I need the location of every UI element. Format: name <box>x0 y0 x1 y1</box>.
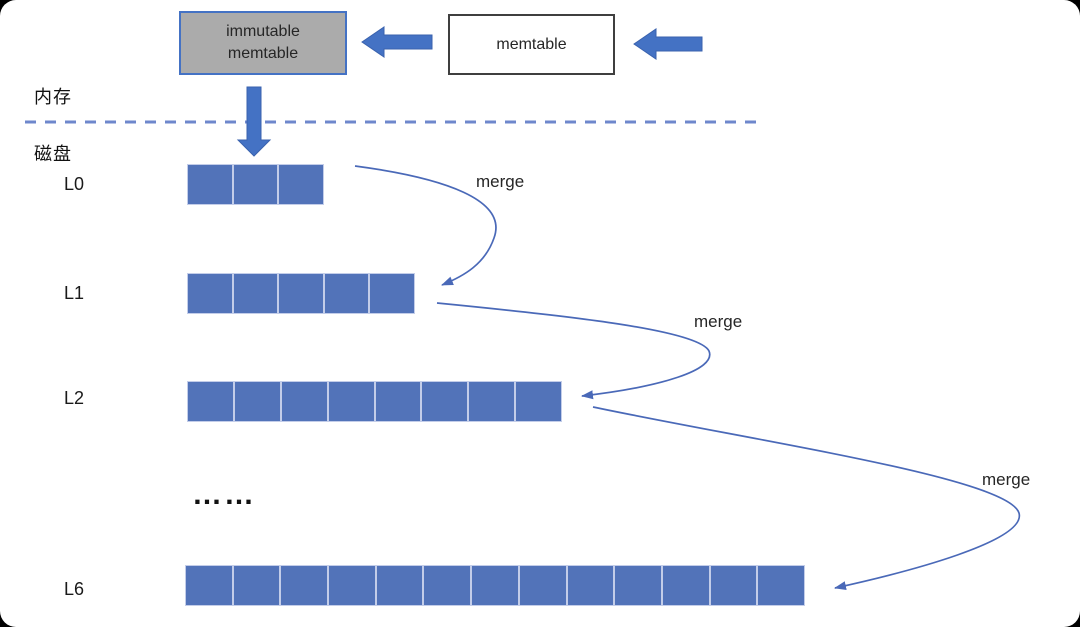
write-into-memtable-arrow-icon <box>633 28 703 60</box>
sstable-segment <box>233 381 281 422</box>
merge-arrow-l0-l1-icon <box>354 165 497 286</box>
merge-label-2: merge <box>694 312 743 331</box>
sstable-segment <box>185 565 233 606</box>
sstable-row-l0 <box>187 164 325 205</box>
memtable-box: memtable <box>448 14 615 75</box>
level-label-l0: L0 <box>64 174 85 194</box>
merge-label-3: merge <box>982 470 1031 489</box>
memtable-to-immutable-arrow-icon <box>361 26 433 58</box>
immutable-memtable-label-line2: memtable <box>227 45 299 62</box>
sstable-segment <box>468 381 516 422</box>
immutable-memtable-box: immutable memtable <box>179 11 347 75</box>
sstable-segment <box>369 273 415 314</box>
sstable-row-l2 <box>187 381 562 422</box>
sstable-segment <box>375 565 424 606</box>
merge-arrow-l2-l6-icon <box>592 406 1020 591</box>
sstable-segment <box>374 381 422 422</box>
disk-section-label: 磁盘 <box>34 144 72 164</box>
level-label-l2: L2 <box>64 388 85 408</box>
sstable-segment <box>471 565 519 606</box>
levels-ellipsis: …… <box>192 478 256 511</box>
sstable-segment <box>328 565 376 606</box>
sstable-segment <box>278 164 325 205</box>
immutable-memtable-label-line1: immutable <box>226 23 300 41</box>
sstable-segment <box>187 273 233 314</box>
sstable-segment <box>515 381 562 422</box>
sstable-segment <box>232 273 279 314</box>
sstable-segment <box>280 381 328 422</box>
memory-section-label: 内存 <box>34 87 72 107</box>
sstable-segment <box>232 565 281 606</box>
sstable-segment <box>327 381 375 422</box>
sstable-segment <box>278 273 324 314</box>
sstable-segment <box>187 164 233 205</box>
sstable-segment <box>757 565 805 606</box>
level-label-l1: L1 <box>64 283 85 303</box>
sstable-segment <box>421 381 469 422</box>
sstable-segment <box>614 565 662 606</box>
sstable-segment <box>518 565 567 606</box>
sstable-row-l1 <box>187 273 415 314</box>
sstable-segment <box>280 565 329 606</box>
sstable-segment <box>187 381 234 422</box>
memtable-label: memtable <box>496 35 567 53</box>
sstable-segment <box>423 565 472 606</box>
sstable-segment <box>232 164 279 205</box>
sstable-segment <box>323 273 370 314</box>
level-label-l6: L6 <box>64 579 85 599</box>
merge-label-1: merge <box>476 172 525 191</box>
sstable-segment <box>709 565 758 606</box>
sstable-segment <box>661 565 710 606</box>
sstable-row-l6 <box>185 565 805 606</box>
flush-to-disk-arrow-icon <box>236 86 272 157</box>
sstable-segment <box>566 565 615 606</box>
